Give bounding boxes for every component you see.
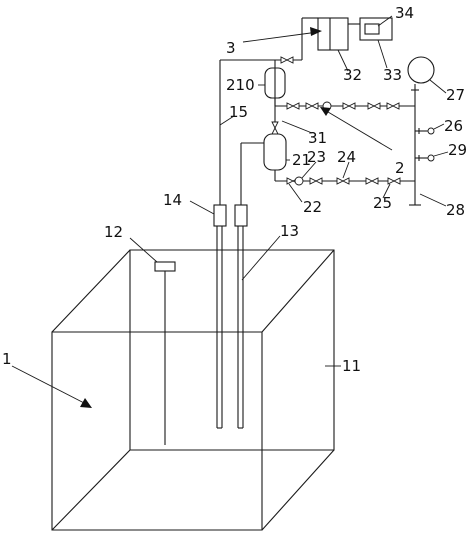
leader-22 — [288, 183, 303, 203]
lower-valve-d — [314, 177, 323, 185]
unit-34 — [364, 23, 380, 35]
lower-valve-h — [370, 177, 379, 185]
upper-main-valve-g — [367, 102, 376, 110]
gauge-27 — [407, 56, 435, 84]
upper-main-valve-a — [286, 102, 295, 110]
port-29 — [427, 154, 435, 162]
lower-branch — [241, 120, 415, 186]
cube-edge-br — [261, 449, 335, 531]
leader-31 — [281, 120, 313, 134]
leader-1 — [11, 365, 89, 406]
upper-main-valve-e — [342, 102, 351, 110]
upper-main-valve-d — [310, 102, 319, 110]
label-25: 25 — [373, 194, 392, 212]
upper-main-valve-i — [386, 102, 395, 110]
label-11: 11 — [342, 357, 361, 375]
cube-chamber — [51, 249, 335, 531]
leader-15 — [219, 115, 235, 126]
arrow-3 — [310, 27, 322, 36]
cube-edge-tl — [51, 249, 131, 333]
arrow-1 — [80, 398, 92, 408]
leader-25 — [382, 183, 391, 199]
label-34: 34 — [395, 4, 414, 22]
leader-12 — [129, 237, 158, 263]
cube-back-face — [129, 249, 335, 451]
label-26: 26 — [444, 117, 463, 135]
unit-32 — [317, 17, 349, 51]
upper-valve-b — [285, 56, 294, 64]
arrow-2 — [320, 107, 331, 116]
label-27: 27 — [446, 86, 465, 104]
lower-valve-i — [387, 177, 396, 185]
leader-23 — [301, 161, 317, 179]
leader-29 — [433, 151, 449, 157]
connector-right — [234, 204, 248, 227]
connector-left — [213, 204, 227, 227]
label-2: 2 — [395, 159, 405, 177]
cube-edge-bl — [51, 449, 131, 531]
unit-33 — [359, 17, 393, 41]
leader-13 — [241, 235, 281, 281]
label-28: 28 — [446, 201, 465, 219]
leader-14 — [189, 200, 215, 215]
leader-34 — [377, 15, 393, 27]
leader-lines — [11, 15, 449, 408]
label-15: 15 — [229, 103, 248, 121]
leader-33 — [377, 39, 388, 69]
label-14: 14 — [163, 191, 182, 209]
upper-branch — [220, 17, 415, 120]
label-1: 1 — [2, 350, 12, 368]
label-24: 24 — [337, 148, 356, 166]
label-21: 21 — [292, 151, 311, 169]
label-33: 33 — [383, 66, 402, 84]
lower-valve-e — [336, 177, 345, 185]
lower-valve-c — [309, 177, 318, 185]
tank21-valve-b — [271, 126, 279, 135]
label-210: 210 — [226, 76, 255, 94]
label-23: 23 — [307, 148, 326, 166]
lower-valve-j — [392, 177, 401, 185]
upper-main-valve-j — [391, 102, 400, 110]
leader-24 — [342, 161, 350, 179]
pipes-13 — [213, 60, 248, 429]
label-3: 3 — [226, 39, 236, 57]
leader-3 — [242, 31, 319, 43]
upper-main-valve-h — [372, 102, 381, 110]
leader-26 — [433, 123, 445, 130]
leader-27 — [429, 79, 447, 94]
label-12: 12 — [104, 223, 123, 241]
top-units — [317, 17, 393, 51]
label-31: 31 — [308, 129, 327, 147]
label-13: 13 — [280, 222, 299, 240]
sensor-12 — [154, 261, 176, 445]
reference-labels: 1 2 3 11 12 13 14 15 21 22 23 24 25 26 2… — [2, 4, 467, 375]
upper-main-valve-c — [305, 102, 314, 110]
upper-main-valve-b — [291, 102, 300, 110]
port-26 — [427, 127, 435, 135]
leader-32 — [337, 49, 349, 72]
lower-valve-g — [365, 177, 374, 185]
lower-valve-f — [341, 177, 350, 185]
tank-21 — [263, 133, 287, 171]
leader-28 — [419, 193, 447, 207]
label-32: 32 — [343, 66, 362, 84]
label-22: 22 — [303, 198, 322, 216]
upper-valve-a — [280, 56, 289, 64]
cube-edge-tr — [261, 249, 335, 333]
upper-main-valve-f — [347, 102, 356, 110]
tank21-valve-a — [271, 121, 279, 130]
right-manifold — [407, 56, 435, 206]
sensor-head — [154, 261, 176, 272]
lower-valve-a — [286, 177, 295, 185]
pump-23 — [294, 176, 304, 186]
leader-2 — [322, 108, 393, 151]
cube-front-face — [51, 331, 263, 531]
label-29: 29 — [448, 141, 467, 159]
